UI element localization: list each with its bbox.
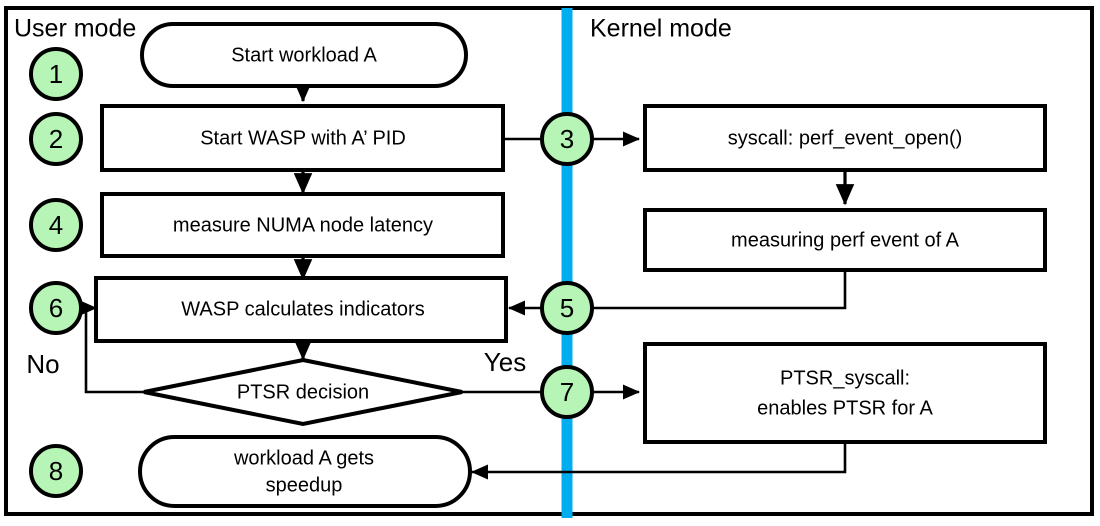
edge-ptsr-decision-no-to-wasp-calculates bbox=[79, 300, 146, 394]
step-circle-4[interactable]: 4 bbox=[29, 198, 83, 252]
node-start-wasp-label: Start WASP with A’ PID bbox=[200, 127, 406, 149]
step-circle-2-number: 2 bbox=[49, 124, 63, 154]
edge-measuring-perf-to-step5 bbox=[593, 270, 847, 310]
node-ptsr-decision[interactable]: PTSR decision bbox=[143, 357, 463, 427]
node-ptsr-syscall-shape bbox=[643, 342, 1047, 444]
node-start-workload[interactable]: Start workload A bbox=[140, 22, 468, 88]
node-workload-speedup[interactable]: workload A gets speedup bbox=[138, 435, 472, 508]
node-syscall-perf-open-label: syscall: perf_event_open() bbox=[728, 127, 963, 149]
kernel-mode-title: Kernel mode bbox=[590, 15, 732, 43]
node-workload-speedup-label-line1: workload A gets bbox=[233, 447, 374, 469]
step-circle-6[interactable]: 6 bbox=[29, 281, 83, 335]
node-ptsr-syscall[interactable]: PTSR_syscall: enables PTSR for A bbox=[643, 342, 1047, 444]
step-circle-1[interactable]: 1 bbox=[29, 47, 83, 101]
step-circle-3-shape bbox=[540, 112, 594, 166]
step-circle-8-number: 8 bbox=[49, 456, 63, 486]
step-circle-7[interactable]: 7 bbox=[540, 365, 594, 419]
step-circle-4-number: 4 bbox=[49, 210, 63, 240]
step-circle-2-shape bbox=[29, 112, 83, 166]
node-ptsr-decision-shape bbox=[143, 357, 463, 427]
step-circle-6-number: 6 bbox=[49, 293, 63, 323]
step-circle-7-shape bbox=[540, 365, 594, 419]
step-circle-1-shape bbox=[29, 47, 83, 101]
node-measuring-perf-label: measuring perf event of A bbox=[731, 229, 960, 251]
node-measuring-perf[interactable]: measuring perf event of A bbox=[643, 208, 1047, 272]
node-start-workload-shape bbox=[140, 22, 468, 88]
node-workload-speedup-shape bbox=[138, 435, 472, 508]
edge-ptsr-syscall-to-workload-speedup bbox=[470, 442, 847, 480]
node-syscall-perf-open[interactable]: syscall: perf_event_open() bbox=[643, 104, 1047, 172]
node-wasp-calculates[interactable]: WASP calculates indicators bbox=[94, 276, 508, 343]
node-measuring-perf-shape bbox=[643, 208, 1047, 272]
node-wasp-calculates-shape bbox=[94, 276, 508, 343]
node-workload-speedup-label-line2: speedup bbox=[266, 474, 343, 496]
step-circle-1-number: 1 bbox=[49, 59, 63, 89]
node-wasp-calculates-label: WASP calculates indicators bbox=[181, 298, 424, 320]
node-syscall-perf-open-shape bbox=[643, 104, 1047, 172]
step-circle-5-shape bbox=[540, 281, 594, 335]
node-measure-numa-label: measure NUMA node latency bbox=[173, 214, 433, 236]
node-start-wasp-shape bbox=[100, 104, 505, 172]
step-circle-7-number: 7 bbox=[560, 377, 574, 407]
step-circle-6-shape bbox=[29, 281, 83, 335]
node-start-workload-label: Start workload A bbox=[231, 44, 377, 66]
step-circle-8[interactable]: 8 bbox=[29, 444, 83, 498]
node-ptsr-syscall-label-line2: enables PTSR for A bbox=[757, 397, 933, 419]
branch-label-no: No bbox=[26, 349, 59, 379]
node-start-wasp[interactable]: Start WASP with A’ PID bbox=[100, 104, 505, 172]
user-mode-title: User mode bbox=[14, 15, 136, 43]
step-circle-4-shape bbox=[29, 198, 83, 252]
step-circle-8-shape bbox=[29, 444, 83, 498]
node-ptsr-syscall-label-line1: PTSR_syscall: bbox=[780, 367, 910, 389]
step-circle-3-number: 3 bbox=[560, 124, 574, 154]
branch-label-yes: Yes bbox=[484, 347, 526, 377]
node-measure-numa-shape bbox=[100, 192, 505, 258]
step-circle-5[interactable]: 5 bbox=[540, 281, 594, 335]
node-measure-numa[interactable]: measure NUMA node latency bbox=[100, 192, 505, 258]
node-ptsr-decision-label: PTSR decision bbox=[237, 381, 369, 403]
step-circle-2[interactable]: 2 bbox=[29, 112, 83, 166]
step-circle-5-number: 5 bbox=[560, 293, 574, 323]
diagram-frame bbox=[4, 6, 1094, 516]
step-circle-3[interactable]: 3 bbox=[540, 112, 594, 166]
